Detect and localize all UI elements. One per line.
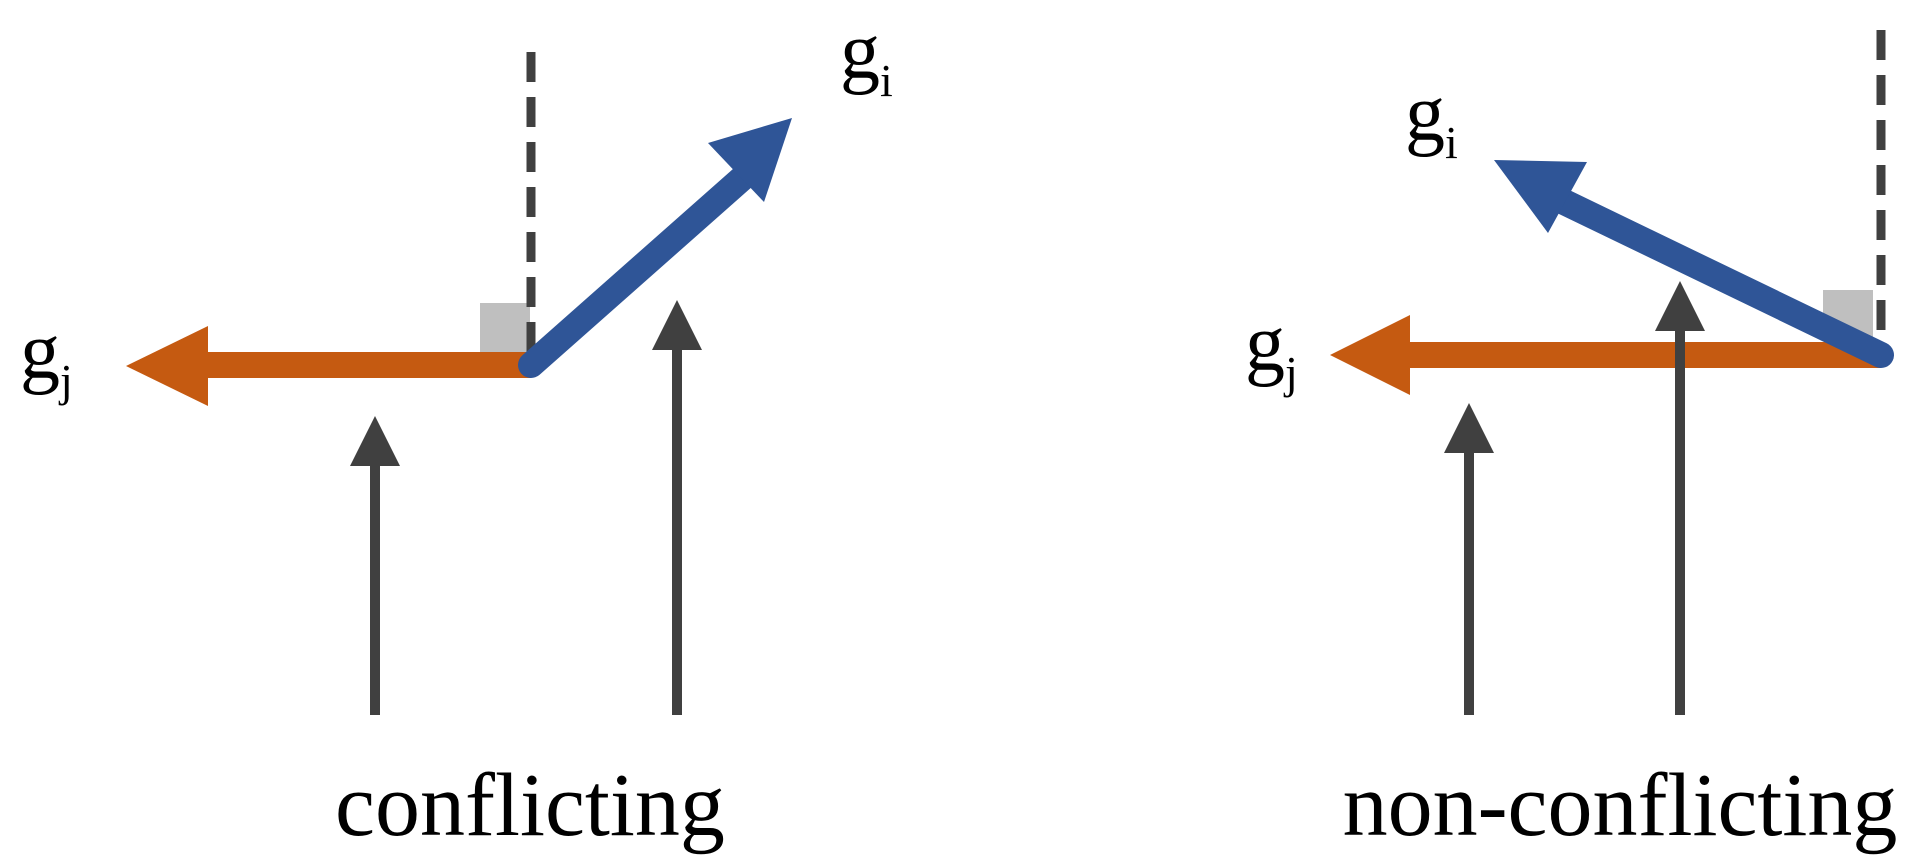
panel-non-conflicting: gj gi non-conflicting — [1245, 30, 1897, 855]
gi-vector — [518, 118, 792, 378]
right-angle-marker — [480, 303, 530, 353]
gj-vector — [126, 326, 531, 406]
gj-label: gj — [20, 308, 73, 406]
gj-vector — [1330, 315, 1881, 395]
gj-label-subscript: j — [58, 355, 73, 406]
gi-label-subscript: i — [1445, 117, 1458, 168]
gi-vector — [1494, 160, 1894, 368]
gi-label-base: g — [840, 8, 880, 96]
caption-conflicting: conflicting — [335, 756, 725, 855]
panel-conflicting: gj gi conflicting — [20, 8, 893, 855]
gi-label: gi — [840, 8, 893, 106]
gi-label-subscript: i — [880, 55, 893, 106]
gj-label-base: g — [20, 308, 60, 396]
gj-label-subscript: j — [1283, 347, 1298, 398]
gi-label: gi — [1405, 70, 1458, 168]
caption-non-conflicting: non-conflicting — [1343, 756, 1898, 855]
gi-label-base: g — [1405, 70, 1445, 158]
gj-label-base: g — [1245, 300, 1285, 388]
gj-label: gj — [1245, 300, 1298, 398]
